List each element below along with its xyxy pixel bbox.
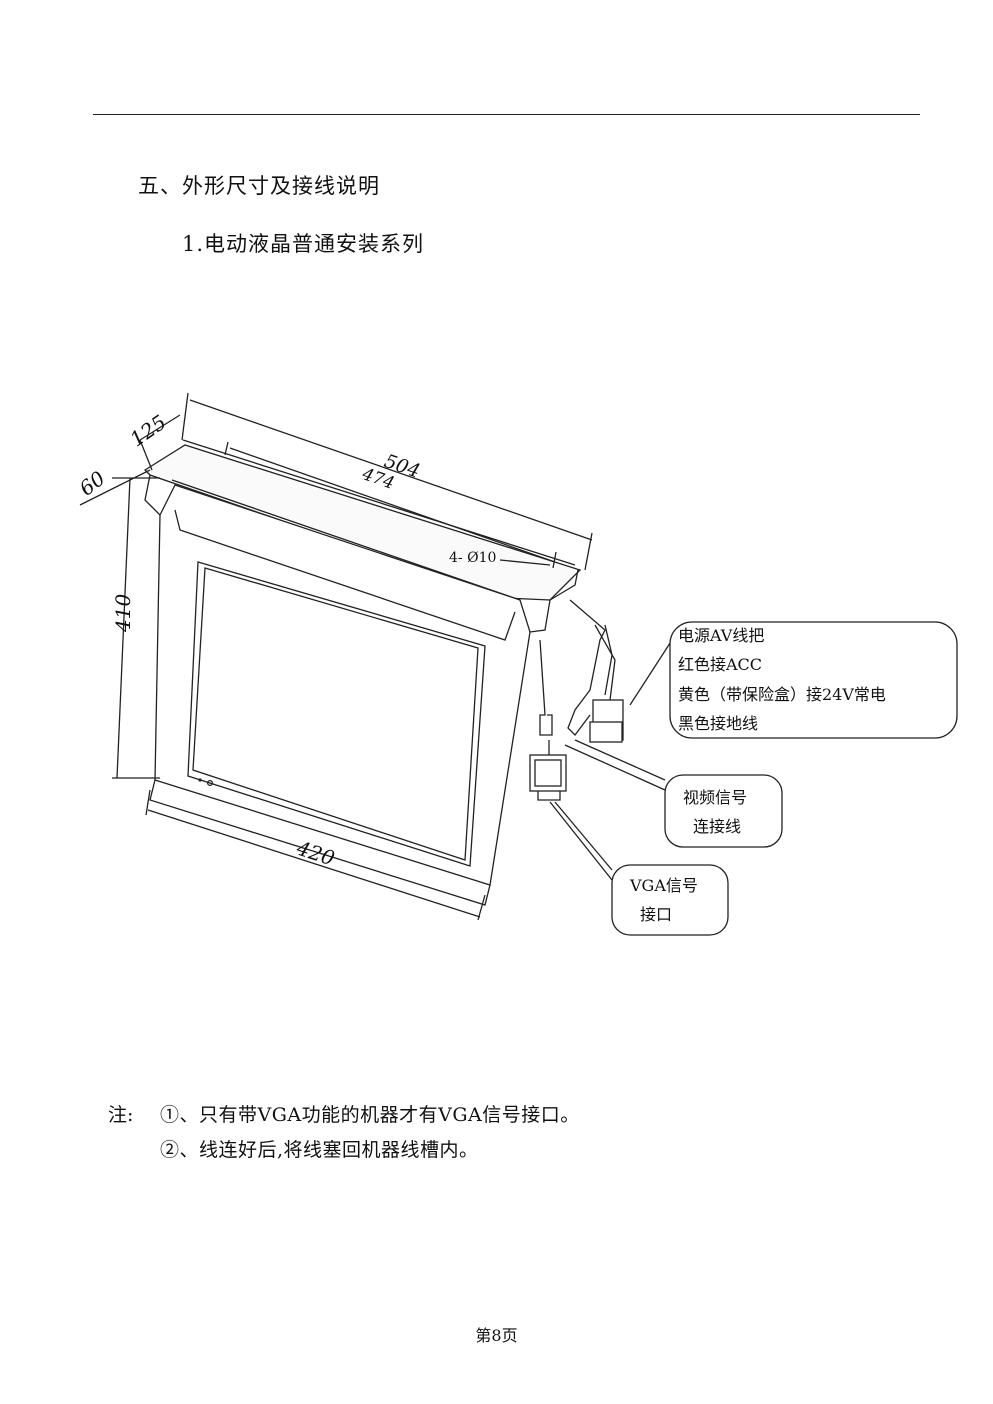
vga-callout-box [611,864,729,936]
note-item-1: ①、只有带VGA功能的机器才有VGA信号接口。 [160,1104,580,1126]
dim-410: 410 [111,594,135,633]
note-prefix: 注: [108,1104,134,1126]
video-callout-line-1: 视频信号 [683,788,747,807]
monitor-dimension-drawing: 125 60 504 474 410 420 4- Ø10 电源AV线把 红色接… [75,392,958,936]
dim-60: 60 [75,466,110,501]
page-number: 第8页 [475,1326,518,1345]
power-led [206,779,214,787]
power-callout-line-1: 电源AV线把 [678,626,764,645]
av-cable [567,599,606,736]
dim-125: 125 [125,410,170,452]
vga-cable [539,639,553,736]
dim-420: 420 [293,836,338,871]
vga-callout-line-1: VGA信号 [629,876,698,895]
video-callout-box [664,774,783,848]
note-item-2: ②、线连好后,将线塞回机器线槽内。 [160,1139,479,1161]
section-heading: 五、外形尺寸及接线说明 [138,174,380,198]
hole-spec: 4- Ø10 [449,550,496,566]
vga-callout-line-2: 接口 [640,905,672,924]
video-callout-line-2: 连接线 [693,817,741,836]
power-callout-box [669,621,958,739]
header-rule [93,114,920,115]
power-callout-line-2: 红色接ACC [678,655,762,674]
screen-area [192,567,479,861]
vga-connector [529,754,567,792]
subsection-heading: 1.电动液晶普通安装系列 [182,232,425,256]
power-callout-line-3: 黄色（带保险盒）接24V常电 [678,685,886,704]
power-callout-line-4: 黑色接地线 [678,714,758,733]
